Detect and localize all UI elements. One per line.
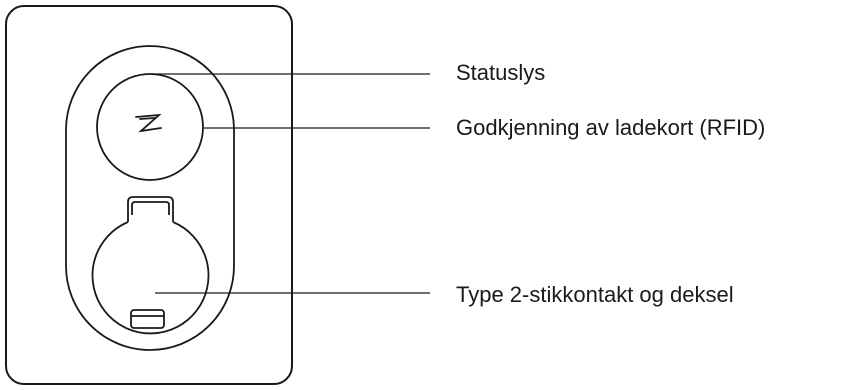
socket-ring [91,221,210,335]
socket-top-clip [127,196,174,222]
type2-socket-label: Type 2-stikkontakt og deksel [456,282,734,307]
z-logo-icon [135,113,162,133]
statuslys-label: Statuslys [456,60,546,85]
socket-latch [130,309,165,329]
rfid-reader [96,73,204,181]
type2-socket [91,196,210,335]
charger-housing [5,5,293,385]
rfid-label: Godkjenning av ladekort (RFID) [456,115,766,140]
front-panel [65,45,235,351]
